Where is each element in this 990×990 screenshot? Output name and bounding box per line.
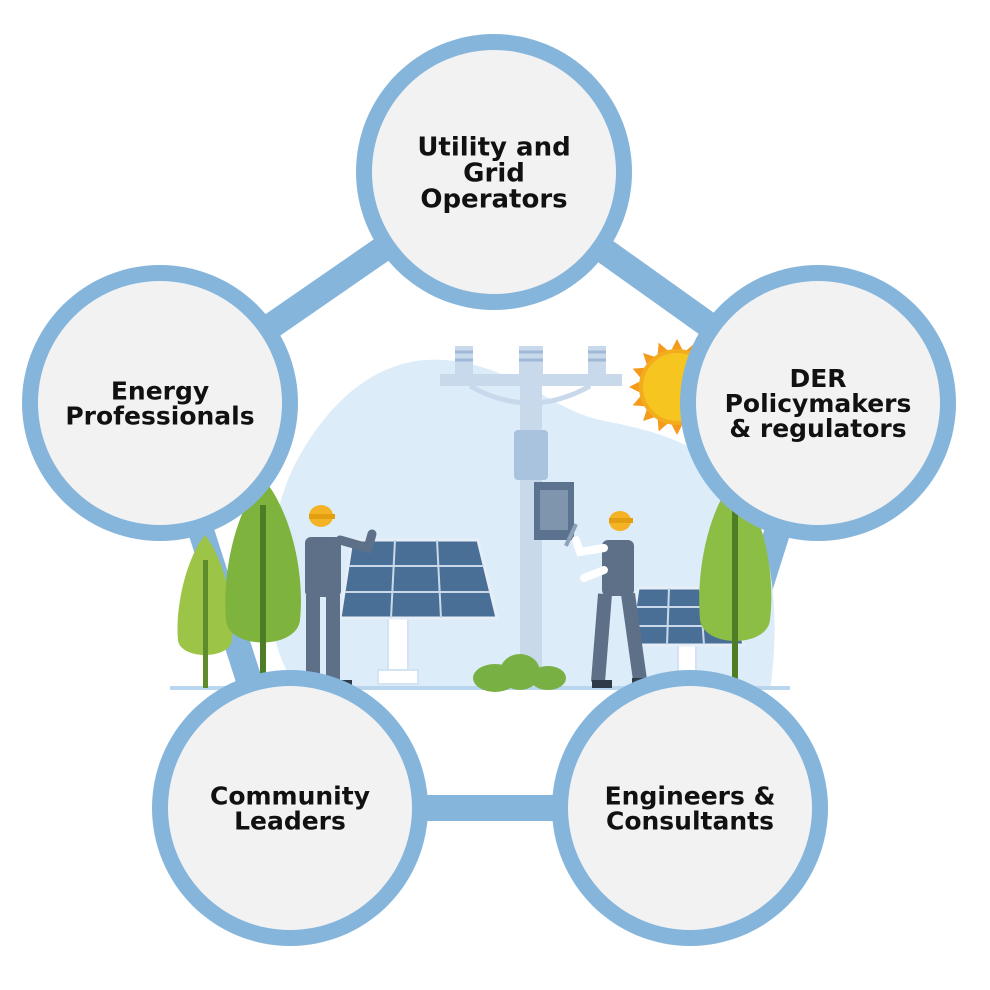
node-fill <box>38 281 282 525</box>
node-fill <box>696 281 940 525</box>
node-label-line: Leaders <box>234 807 346 836</box>
node-label-line: Policymakers <box>725 389 912 418</box>
utility-pole-icon <box>440 346 622 687</box>
node-label-line: & regulators <box>729 414 906 443</box>
node-label-line: Consultants <box>606 807 774 836</box>
node-label-line: Operators <box>420 184 567 214</box>
stakeholder-nodes: Utility andGridOperatorsDERPolicymakers&… <box>22 34 956 946</box>
solar-panel-icon <box>338 538 499 685</box>
node-label-line: Utility and <box>417 132 570 162</box>
tree-icon <box>225 478 301 688</box>
center-illustration <box>170 339 790 692</box>
worker-icon <box>564 511 652 688</box>
node-label-line: DER <box>789 364 846 393</box>
node-fill <box>568 686 812 930</box>
node-label-line: Energy <box>111 377 209 406</box>
node-fill <box>372 50 616 294</box>
bush-icon <box>473 654 566 692</box>
node-engineers: Engineers &Consultants <box>552 670 828 946</box>
tree-icon <box>177 535 233 688</box>
node-label-line: Grid <box>463 158 525 188</box>
node-label-line: Engineers & <box>605 782 776 811</box>
node-label-line: Professionals <box>65 402 254 431</box>
node-label-line: Community <box>210 782 370 811</box>
node-fill <box>168 686 412 930</box>
